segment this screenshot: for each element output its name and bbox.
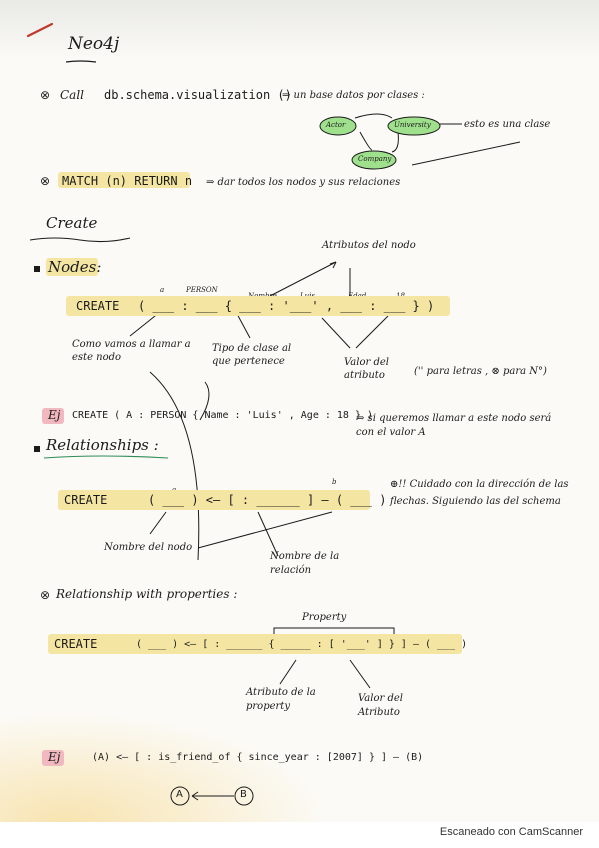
nodes-note-quotes: ('' para letras , ⊗ para N°) [414, 366, 547, 377]
relationships-warning: ⊕!! Cuidado con la dirección de las flec… [390, 479, 569, 507]
call-description: ⇒ un base datos por clases : [282, 90, 425, 101]
highlight-match [58, 172, 190, 188]
relationships-small-b: b [332, 478, 337, 486]
bullet-square-icon [34, 266, 40, 272]
relationships-label-node: Nombre del nodo [104, 542, 193, 553]
scanner-watermark: Escaneado con CamScanner [439, 826, 583, 838]
rel-props-label-attr: Atributo de la property [246, 687, 316, 712]
rel-props-example-code: (A) <— [ : is_friend_of { since_year : [… [92, 752, 424, 763]
match-code: MATCH (n) RETURN n [62, 174, 193, 188]
rel-props-label-value: Valor del Atributo [358, 693, 403, 718]
relationships-create-template: ( ___ ) <— [ : ______ ] — ( ___ ) [148, 493, 387, 507]
nodes-note-value: Valor del atributo [344, 357, 389, 381]
bullet-circle-icon: ⊗ [40, 588, 51, 602]
nodes-note-class: Tipo de clase al que pertenece [212, 343, 292, 367]
highlight-props-create [48, 634, 462, 654]
drawing-layer [26, 22, 521, 806]
rel-props-create-keyword: CREATE [54, 637, 98, 651]
graph-node-company: Company [358, 155, 392, 163]
relationships-label-relation: Nombre de la relación [270, 551, 340, 576]
section-create: Create [46, 214, 98, 232]
nodes-example-note: ⇒ si queremos llamar a este nodo será co… [356, 413, 552, 438]
call-code: db.schema.visualization () [104, 88, 292, 102]
highlight-example [42, 750, 64, 766]
relationships-heading: Relationships : [46, 436, 159, 454]
nodes-example-code: CREATE ( A : PERSON { Name : 'Luis' , Ag… [72, 410, 374, 421]
nodes-create-template: ( ___ : ___ { ___ : '___' , ___ : ___ } … [138, 299, 435, 313]
highlight-nodes [46, 258, 98, 276]
page-title: Neo4j [68, 34, 120, 54]
graph-node-university: University [394, 121, 431, 129]
rel-props-example-label: Ej [48, 750, 61, 764]
nodes-heading: Nodes: [48, 258, 102, 276]
nodes-example-label: Ej [48, 408, 61, 422]
nodes-create-keyword: CREATE [76, 299, 120, 313]
match-description: ⇒ dar todos los nodos y sus relaciones [206, 177, 401, 188]
rel-props-property-label: Property [302, 612, 347, 623]
rel-props-heading: Relationship with properties : [56, 587, 238, 601]
bullet-square-icon [34, 446, 40, 452]
notebook-page: Neo4j ⊗ Call db.schema.visualization () … [0, 0, 599, 822]
nodes-note-name: Como vamos a llamar a este nodo [72, 339, 191, 363]
nodes-attr-label: Atributos del nodo [322, 240, 416, 251]
circle-node-b: B [240, 789, 247, 800]
scan-shadow [0, 0, 599, 60]
circle-node-a: A [176, 789, 183, 800]
highlight-example [42, 408, 64, 424]
graph-node-actor: Actor [326, 121, 346, 129]
highlight-nodes-create [66, 296, 450, 316]
nodes-small-person: PERSON [186, 286, 218, 294]
rel-props-create-template: ( ___ ) <— [ : ______ { _____ : [ '___' … [136, 639, 468, 650]
nodes-small-a: a [160, 286, 165, 294]
relationships-create-keyword: CREATE [64, 493, 108, 507]
bullet-circle-icon: ⊗ [40, 88, 51, 102]
graph-note: esto es una clase [464, 119, 551, 130]
scan-stain [0, 712, 330, 822]
highlight-rel-create [58, 490, 370, 510]
call-label: Call [60, 88, 85, 102]
bullet-circle-icon: ⊗ [40, 174, 51, 188]
